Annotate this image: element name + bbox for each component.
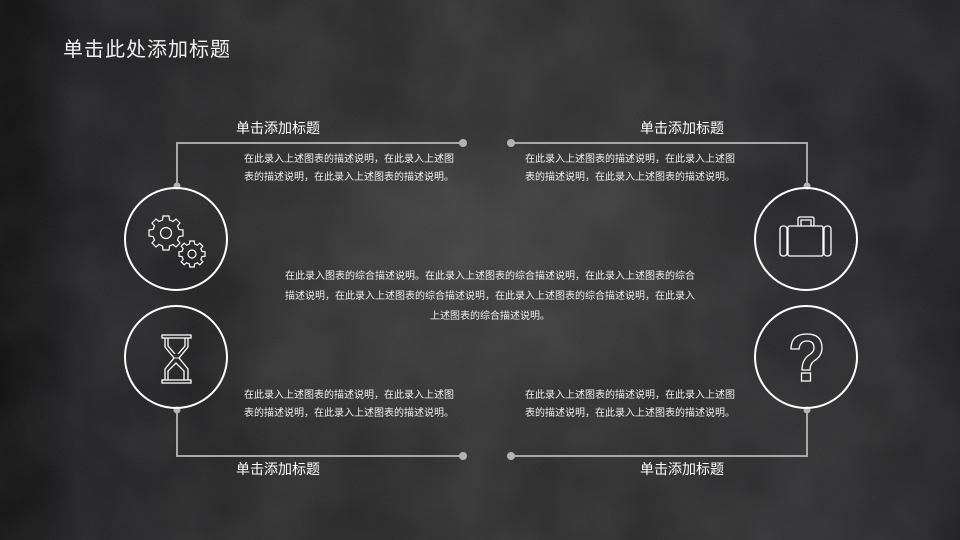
gears-icon (148, 215, 206, 268)
hourglass-circle (124, 305, 228, 409)
center-description[interactable]: 在此录入图表的综合描述说明。在此录入上述图表的综合描述说明，在此录入上述图表的综… (285, 271, 695, 322)
page-title[interactable]: 单击此处添加标题 (63, 37, 231, 61)
connector-dot (507, 452, 515, 460)
gears-circle (124, 187, 228, 291)
briefcase-circle (754, 187, 858, 291)
briefcase-icon (779, 216, 832, 257)
question-mark-icon (790, 333, 823, 382)
item-description-bottom-right[interactable]: 在此录入上述图表的描述说明，在此录入上述图表的描述说明，在此录入上述图表的描述说… (525, 390, 735, 419)
item-description-top-left[interactable]: 在此录入上述图表的描述说明，在此录入上述图表的描述说明，在此录入上述图表的描述说… (244, 154, 454, 183)
item-description-top-right[interactable]: 在此录入上述图表的描述说明，在此录入上述图表的描述说明，在此录入上述图表的描述说… (525, 154, 735, 183)
connector-dot (459, 452, 467, 460)
hourglass-icon (161, 334, 192, 384)
connector-dot (507, 139, 515, 147)
question-circle (754, 305, 858, 409)
item-title-bottom-right[interactable]: 单击添加标题 (640, 462, 724, 478)
item-title-bottom-left[interactable]: 单击添加标题 (236, 462, 320, 478)
connector-dot (459, 139, 467, 147)
item-title-top-right[interactable]: 单击添加标题 (640, 121, 724, 137)
item-description-bottom-left[interactable]: 在此录入上述图表的描述说明，在此录入上述图表的描述说明，在此录入上述图表的描述说… (244, 390, 454, 419)
item-title-top-left[interactable]: 单击添加标题 (236, 121, 320, 137)
